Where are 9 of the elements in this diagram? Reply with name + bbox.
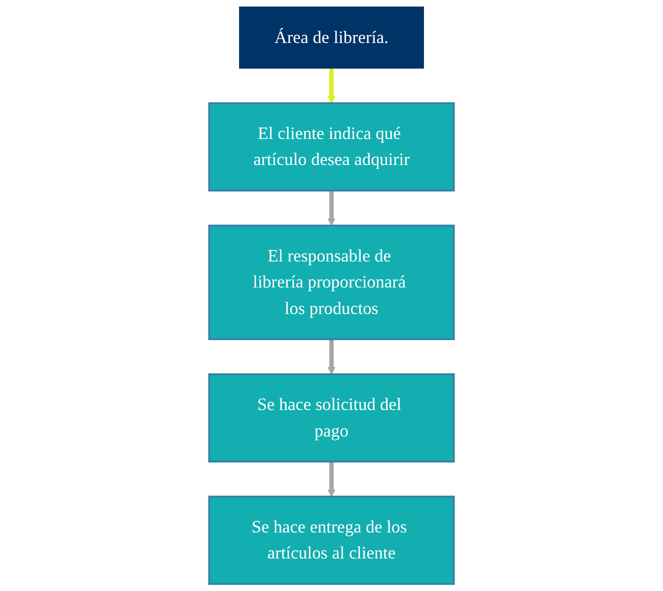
- node-box: Se hace entrega de los artículos al cliente: [208, 496, 455, 585]
- node-box: Se hace solicitud del pago: [208, 373, 455, 462]
- arrow: [328, 68, 336, 104]
- arrow: [328, 190, 336, 226]
- node-box: El responsable de librería proporcionará los productos: [208, 224, 455, 340]
- node-box: El cliente indica qué artículo desea adquirir: [208, 102, 455, 192]
- arrow: [328, 462, 336, 497]
- arrow: [328, 339, 336, 375]
- node-box: Área de librería.: [239, 6, 424, 69]
